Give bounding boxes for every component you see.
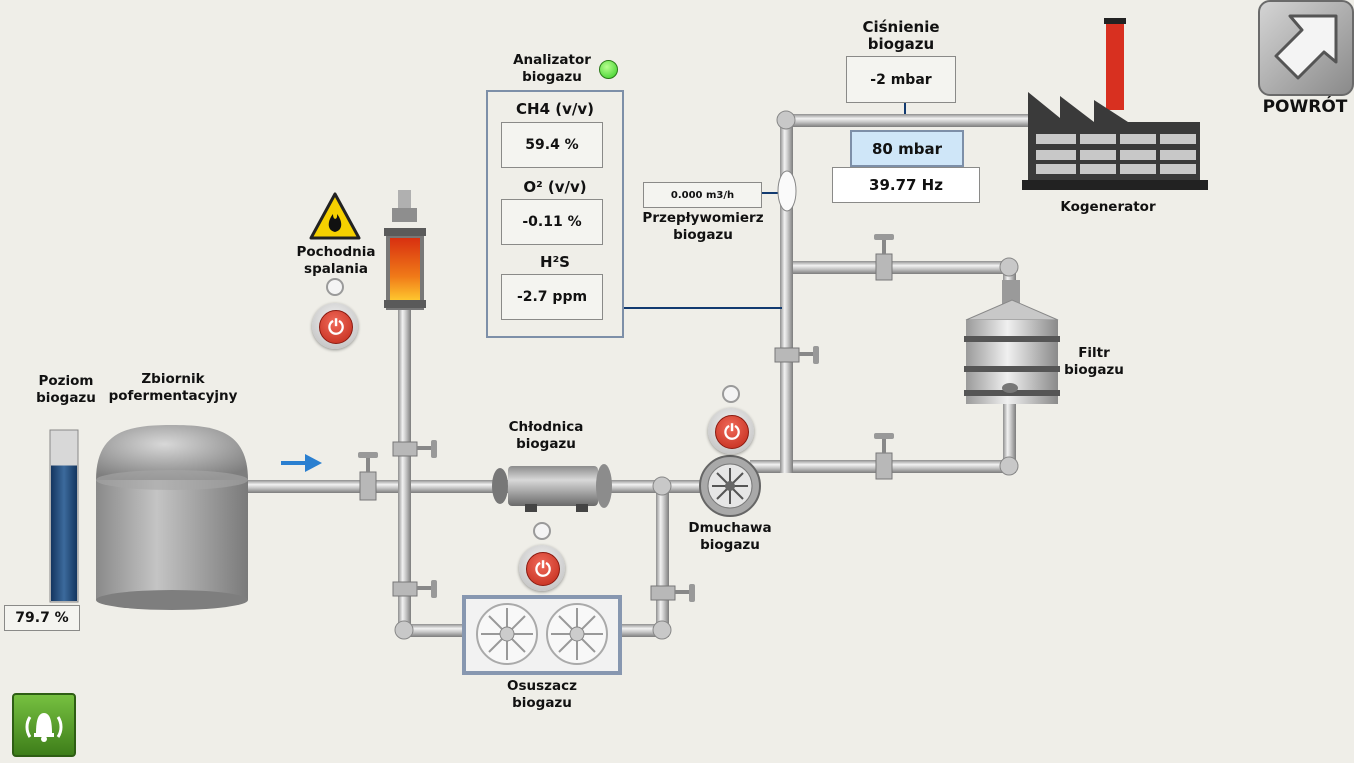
label-flare: Pochodnia spalania xyxy=(296,244,376,277)
biogas-filter xyxy=(964,280,1060,404)
flow-direction-arrow xyxy=(281,454,322,472)
blower-status-indicator xyxy=(722,385,740,403)
digester-tank xyxy=(96,425,248,610)
pipe-flare-vertical xyxy=(398,300,411,635)
valve-filter-out[interactable] xyxy=(874,433,894,480)
cogenerator-setpoint[interactable]: 80 mbar xyxy=(850,130,964,167)
power-icon: ⏻ xyxy=(526,552,560,586)
flowmeter-sensor xyxy=(762,170,797,212)
label-tank: Zbiornik pofermentacyjny xyxy=(108,371,238,404)
dryer-fan-left xyxy=(476,603,538,665)
cogenerator-factory xyxy=(1022,18,1208,190)
back-button[interactable] xyxy=(1258,0,1354,96)
blower-power-button[interactable]: ⏻ xyxy=(708,408,754,454)
level-fill xyxy=(51,465,77,601)
dryer-power-button[interactable]: ⏻ xyxy=(519,545,565,591)
cogenerator-frequency: 39.77 Hz xyxy=(832,167,980,203)
flare-power-button[interactable]: ⏻ xyxy=(312,303,358,349)
pipe-filter-right-up xyxy=(1003,400,1016,473)
valve-tank-outlet[interactable] xyxy=(358,452,378,501)
back-label[interactable]: POWRÓT xyxy=(1262,97,1348,117)
label-filter: Filtr biogazu xyxy=(1064,345,1124,378)
valve-main[interactable] xyxy=(774,346,819,364)
pipe-dryer-left xyxy=(398,624,468,637)
analyzer-o2-value: -0.11 % xyxy=(501,199,603,245)
analyzer-o2-label: O² (v/v) xyxy=(523,178,587,196)
label-cogenerator: Kogenerator xyxy=(1060,199,1156,215)
signal-lines xyxy=(622,102,906,309)
valve-flare[interactable] xyxy=(392,440,437,458)
dryer-fan-right xyxy=(546,603,608,665)
pipe-network xyxy=(245,110,1030,640)
label-dryer: Osuszacz biogazu xyxy=(507,678,577,711)
flare-status-indicator xyxy=(326,278,344,296)
bell-alarm-icon xyxy=(25,713,63,742)
arrow-back-icon xyxy=(1274,14,1338,80)
label-pressure: Ciśnienie biogazu xyxy=(862,18,940,53)
flame-warning-icon xyxy=(309,192,361,240)
power-icon: ⏻ xyxy=(715,415,749,449)
label-blower: Dmuchawa biogazu xyxy=(688,520,772,553)
analyzer-panel: CH4 (v/v) 59.4 % O² (v/v) -0.11 % H²S -2… xyxy=(486,90,624,338)
manual-valves xyxy=(358,234,894,602)
flare-stack xyxy=(384,190,426,310)
biogas-cooler xyxy=(492,464,612,512)
analyzer-h2s-value: -2.7 ppm xyxy=(501,274,603,320)
valve-filter-in[interactable] xyxy=(874,234,894,281)
pipe-filter-top xyxy=(793,261,1013,274)
alarm-button[interactable] xyxy=(12,693,76,757)
pipe-dryer-return xyxy=(656,480,669,637)
pressure-value: -2 mbar xyxy=(846,56,956,103)
tank-level-value: 79.7 % xyxy=(4,605,80,631)
flowmeter-value: 0.000 m3/h xyxy=(643,182,762,208)
biogas-dryer xyxy=(462,595,622,675)
power-icon: ⏻ xyxy=(319,310,353,344)
label-tank-level: Poziom biogazu xyxy=(36,373,96,406)
analyzer-ch4-label: CH4 (v/v) xyxy=(516,100,594,118)
dryer-status-indicator xyxy=(533,522,551,540)
analyzer-h2s-label: H²S xyxy=(540,253,570,271)
biogas-blower xyxy=(699,455,761,517)
label-flowmeter: Przepływomierz biogazu xyxy=(642,210,764,243)
label-analyzer: Analizator biogazu xyxy=(513,52,591,85)
label-cooler: Chłodnica biogazu xyxy=(508,419,584,452)
valve-dryer[interactable] xyxy=(392,580,437,598)
pipe-top-horizontal xyxy=(780,114,1030,127)
tank-level-gauge xyxy=(49,429,79,603)
valve-dryer-return[interactable] xyxy=(650,584,695,602)
analyzer-status-led xyxy=(599,60,618,79)
analyzer-ch4-value: 59.4 % xyxy=(501,122,603,168)
